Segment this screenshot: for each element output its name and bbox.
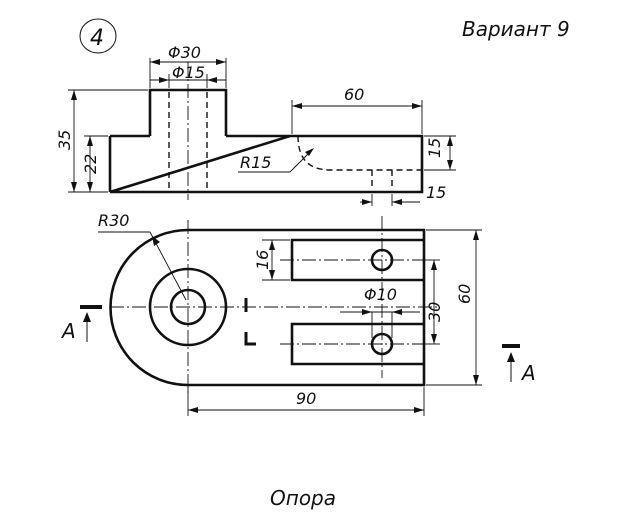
header: 4 Вариант 9	[79, 17, 570, 54]
dim-30: 30	[425, 302, 444, 322]
dim-r15: R15	[240, 153, 271, 172]
dim-d30: Φ30	[168, 43, 201, 62]
dim-h15: 15	[425, 138, 444, 158]
dim-90: 90	[296, 389, 316, 408]
dim-d10: Φ10	[364, 285, 397, 304]
variant-label: Вариант 9	[462, 17, 570, 41]
section-label-right: A	[520, 361, 536, 385]
dim-h22: 22	[81, 154, 100, 174]
top-outline	[109, 228, 426, 387]
number-circle	[79, 18, 117, 54]
dim-60-side: 60	[455, 284, 474, 304]
front-view	[108, 62, 424, 200]
dim-s16: 16	[253, 250, 272, 270]
hidden-slot	[371, 170, 393, 190]
front-base-outline	[109, 134, 424, 194]
dim-h35: 35	[55, 130, 74, 150]
top-view	[80, 216, 520, 395]
part-title: Опора	[270, 486, 336, 510]
drawing-number: 4	[90, 26, 104, 51]
hidden-fillet	[297, 135, 422, 171]
top-dimensions: R30 16 Φ10 30 60 90	[98, 211, 482, 416]
dim-w15: 15	[426, 183, 446, 202]
dim-r30: R30	[98, 211, 129, 230]
front-dimensions: Φ30 Φ15 60 35 22 R15	[55, 43, 456, 206]
section-step	[244, 298, 256, 346]
dim-d15: Φ15	[172, 63, 205, 82]
section-labels: A A	[60, 312, 536, 385]
dim-60-top: 60	[344, 85, 364, 104]
section-label-left: A	[60, 319, 76, 343]
